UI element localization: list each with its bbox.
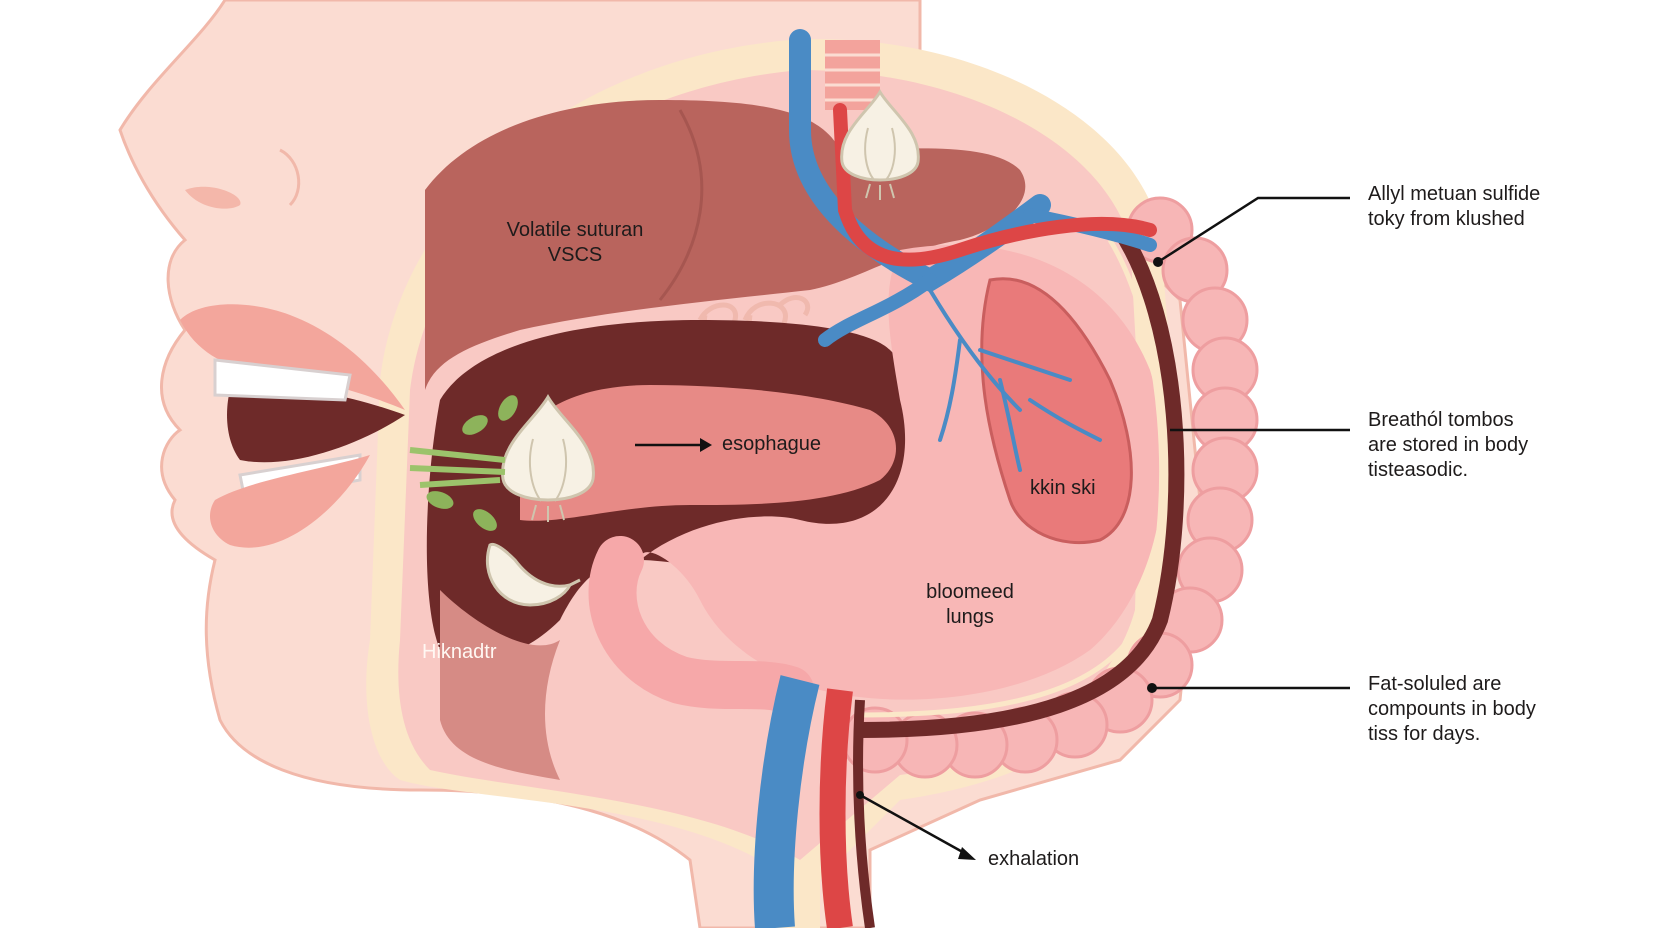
callout-fat: Fat-soluled are compounts in body tiss f…: [1368, 673, 1536, 745]
nostril: [185, 186, 241, 209]
trachea-rings: [825, 53, 880, 102]
liver-fold: [658, 109, 704, 301]
red-artery-lower: [819, 688, 853, 928]
garlic-clove-icon: [485, 542, 581, 607]
upper-teeth: [213, 358, 352, 402]
callout-allyl: Allyl metuan sulfide toky from klushed: [1368, 183, 1541, 230]
blue-vein-descending: [818, 273, 937, 347]
garlic-bulb-icon: [840, 89, 920, 200]
nose-contour: [279, 148, 301, 207]
esophagus-arrow: [635, 438, 712, 452]
red-artery-upper: [833, 103, 1157, 267]
callout-line-allyl: [1153, 196, 1350, 267]
blue-vein-upper: [789, 29, 1051, 293]
label-esophagus: esophague: [722, 433, 821, 455]
capillary-branches: [928, 288, 1102, 472]
label-mouth: Hiknadtr: [422, 641, 497, 663]
intestine-inner-band: [859, 225, 1185, 738]
duodenum: [588, 536, 814, 714]
label-kidney: kkin ski: [1030, 477, 1096, 499]
exhalation-arrow: [856, 791, 976, 860]
label-blood: bloomeed lungs: [926, 581, 1014, 628]
lower-lip: [210, 455, 370, 548]
garlic-bulb-icon: [501, 394, 595, 522]
leaf-icon: [409, 395, 518, 531]
label-exhale: exhalation: [988, 848, 1080, 870]
callout-line-fat: [1147, 683, 1350, 693]
dark-vessel-lower: [853, 699, 875, 928]
throat-shade: [440, 590, 560, 780]
callout-breath: Breathól tombos are stored in body tiste…: [1368, 409, 1529, 481]
tongue: [520, 385, 897, 521]
intestine-inner-line: [859, 238, 1165, 718]
lung-lobe: [980, 277, 1133, 545]
blue-vein-lower: [753, 675, 820, 928]
mouth-opening: [227, 386, 405, 463]
trachea: [825, 40, 880, 110]
label-vscs: Volatile suturan VSCS: [506, 219, 644, 266]
